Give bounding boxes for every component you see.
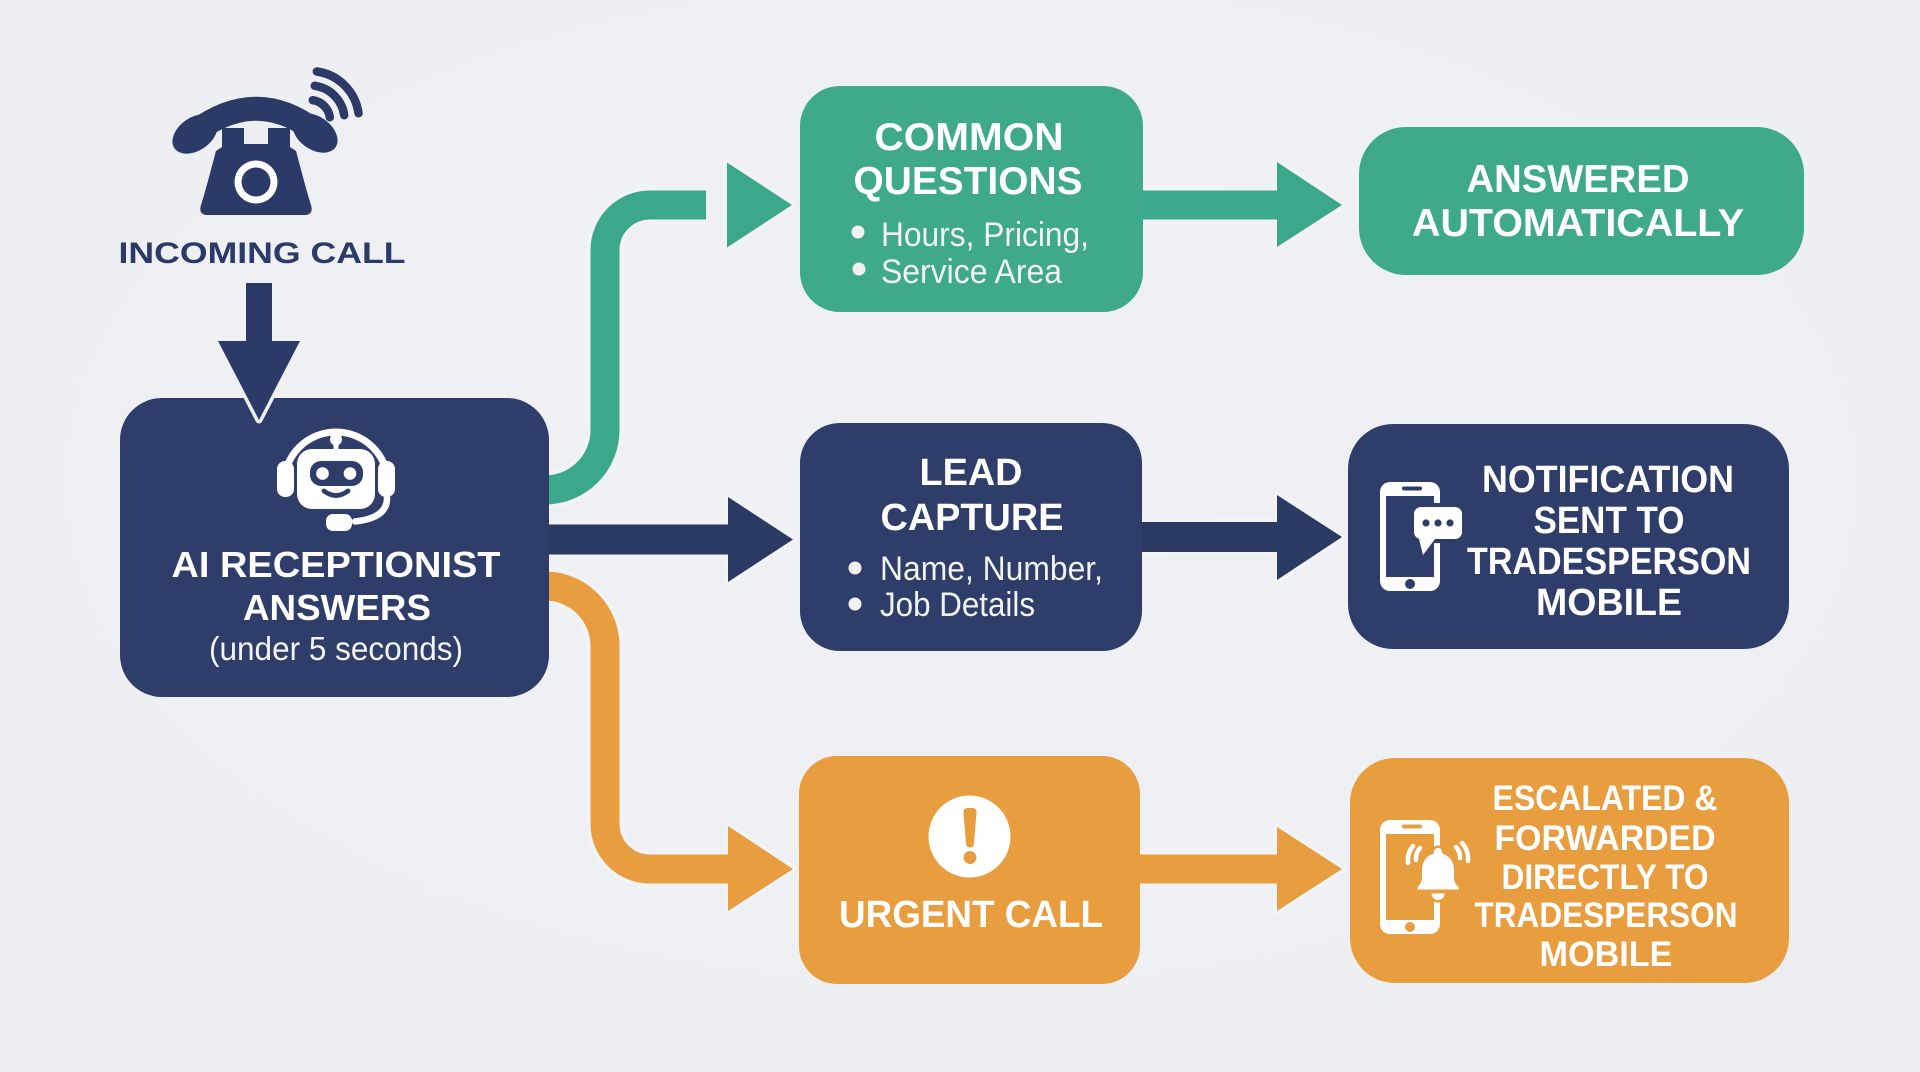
- svg-text:Service Area: Service Area: [881, 253, 1062, 291]
- svg-text:QUESTIONS: QUESTIONS: [854, 160, 1083, 203]
- svg-text:SENT TO: SENT TO: [1534, 500, 1685, 542]
- svg-text:ANSWERS: ANSWERS: [243, 587, 431, 628]
- svg-text:FORWARDED: FORWARDED: [1495, 819, 1716, 858]
- svg-text:CAPTURE: CAPTURE: [881, 497, 1064, 539]
- svg-text:COMMON: COMMON: [875, 116, 1064, 159]
- svg-text:Hours, Pricing,: Hours, Pricing,: [881, 216, 1089, 254]
- svg-text:TRADESPERSON: TRADESPERSON: [1467, 541, 1751, 583]
- svg-text:ESCALATED &: ESCALATED &: [1493, 779, 1718, 818]
- svg-text:MOBILE: MOBILE: [1536, 582, 1682, 624]
- svg-text:NOTIFICATION: NOTIFICATION: [1482, 459, 1734, 501]
- svg-text:MOBILE: MOBILE: [1540, 935, 1673, 974]
- svg-text:AUTOMATICALLY: AUTOMATICALLY: [1412, 202, 1744, 245]
- svg-text:(under 5 seconds): (under 5 seconds): [209, 630, 463, 667]
- svg-text:ANSWERED: ANSWERED: [1467, 158, 1690, 201]
- svg-text:INCOMING CALL: INCOMING CALL: [119, 237, 406, 270]
- svg-text:TRADESPERSON: TRADESPERSON: [1475, 896, 1738, 935]
- svg-text:Job Details: Job Details: [880, 586, 1035, 624]
- svg-text:LEAD: LEAD: [920, 452, 1023, 494]
- svg-text:Name, Number,: Name, Number,: [880, 550, 1103, 588]
- svg-text:DIRECTLY TO: DIRECTLY TO: [1502, 858, 1709, 897]
- svg-text:URGENT CALL: URGENT CALL: [839, 894, 1103, 936]
- svg-text:AI RECEPTIONIST: AI RECEPTIONIST: [172, 544, 501, 585]
